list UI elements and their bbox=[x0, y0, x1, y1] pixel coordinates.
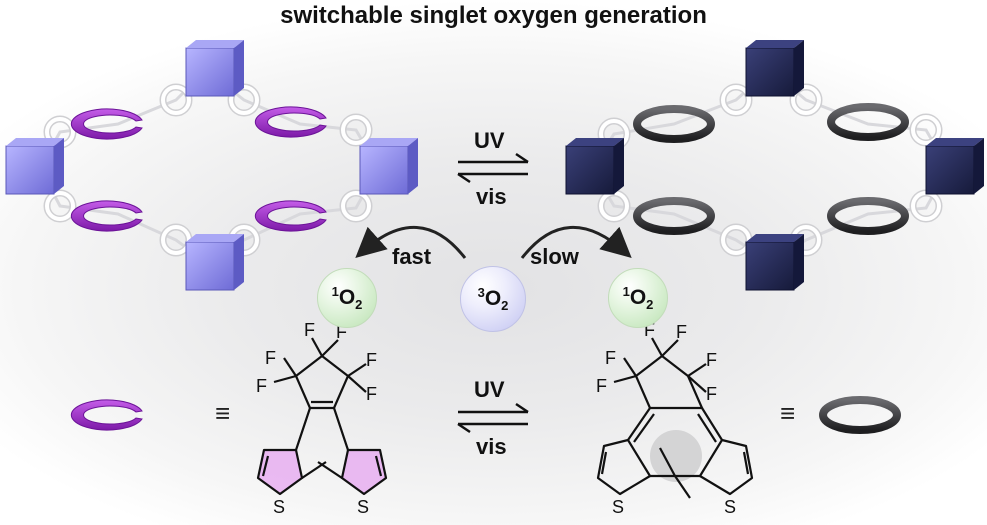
vis-label-bottom: vis bbox=[476, 434, 507, 459]
atom-f: F bbox=[265, 348, 276, 368]
atom-f: F bbox=[366, 350, 377, 370]
open-framework bbox=[5, 39, 419, 291]
framework-bonds-left bbox=[38, 67, 380, 264]
atom-f: F bbox=[676, 322, 687, 342]
uv-label-bottom: UV bbox=[474, 377, 505, 402]
singlet-oxygen-left: 1O2 bbox=[317, 268, 377, 328]
closed-node bbox=[565, 137, 625, 195]
equiv-symbol-left: ≡ bbox=[215, 398, 231, 428]
atom-f: F bbox=[366, 384, 377, 404]
closed-linker bbox=[637, 201, 711, 231]
atom-f: F bbox=[706, 384, 717, 404]
equilibrium-arrows-top bbox=[457, 152, 529, 184]
atom-f: F bbox=[644, 320, 655, 340]
slow-arrow bbox=[520, 226, 632, 259]
closed-linker-legend bbox=[823, 400, 897, 430]
atom-f: F bbox=[706, 350, 717, 370]
open-linker bbox=[254, 106, 327, 138]
fast-arrow bbox=[355, 226, 467, 259]
closed-linker bbox=[831, 107, 905, 137]
open-node bbox=[185, 39, 245, 97]
fast-label: fast bbox=[392, 244, 432, 269]
equilibrium-arrows-bottom bbox=[457, 402, 529, 434]
atom-f: F bbox=[596, 376, 607, 396]
page-title: switchable singlet oxygen generation bbox=[280, 2, 707, 29]
closed-framework bbox=[565, 39, 985, 291]
open-node bbox=[5, 137, 65, 195]
open-linker bbox=[70, 108, 143, 140]
triplet-oxygen: 3O2 bbox=[460, 266, 526, 332]
closed-node bbox=[745, 39, 805, 97]
closed-molecule: F F F F F F S S bbox=[596, 320, 754, 517]
closed-node bbox=[745, 233, 805, 291]
atom-f: F bbox=[336, 322, 347, 342]
framework-bonds-right bbox=[590, 68, 950, 264]
open-linker bbox=[254, 200, 327, 232]
closed-node bbox=[925, 137, 985, 195]
atom-f: F bbox=[605, 348, 616, 368]
atom-s: S bbox=[724, 497, 736, 517]
uv-label-top: UV bbox=[474, 128, 505, 153]
open-node bbox=[185, 233, 245, 291]
atom-s: S bbox=[357, 497, 369, 517]
atom-f: F bbox=[304, 320, 315, 340]
vis-label-top: vis bbox=[476, 184, 507, 209]
atom-s: S bbox=[612, 497, 624, 517]
atom-f: F bbox=[256, 376, 267, 396]
closed-linker bbox=[831, 201, 905, 231]
slow-label: slow bbox=[530, 244, 579, 269]
open-linker-legend bbox=[70, 399, 143, 431]
singlet-oxygen-right: 1O2 bbox=[608, 268, 668, 328]
equiv-symbol-right: ≡ bbox=[780, 398, 796, 428]
open-linker bbox=[70, 200, 143, 232]
open-molecule: F F F F F F S S bbox=[256, 320, 388, 517]
atom-s: S bbox=[273, 497, 285, 517]
open-node bbox=[359, 137, 419, 195]
